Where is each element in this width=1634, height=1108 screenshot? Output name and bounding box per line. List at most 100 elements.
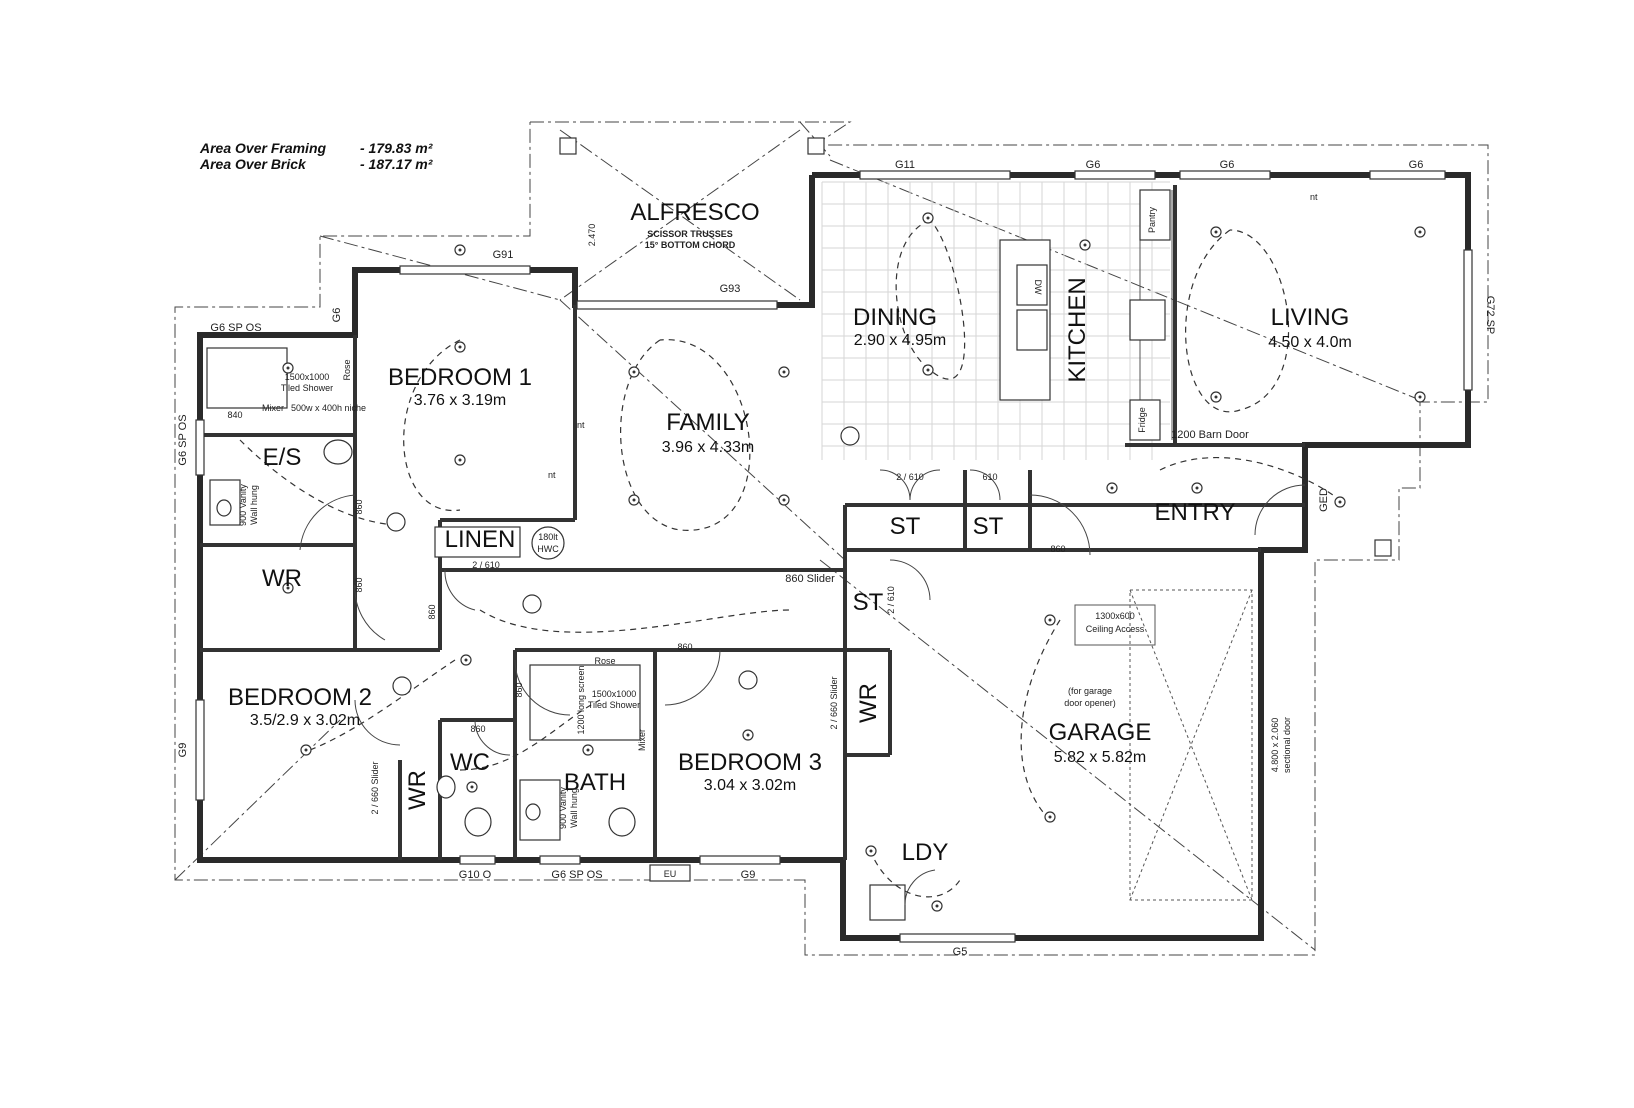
alfresco-note: SCISSOR TRUSSES xyxy=(647,229,733,239)
svg-text:Mixer: Mixer xyxy=(637,729,647,751)
room-bedroom-3-dim: 3.04 x 3.02m xyxy=(704,777,797,794)
svg-text:900 Vanity: 900 Vanity xyxy=(558,787,568,829)
room-store-3: ST xyxy=(853,589,884,616)
room-bath: BATH xyxy=(564,769,626,796)
toilet-icon xyxy=(608,807,636,837)
ceiling-light-dot xyxy=(926,216,930,220)
room-garage: GARAGE xyxy=(1049,719,1152,746)
area-brick-label: Area Over Brick xyxy=(199,156,307,172)
svg-text:nt: nt xyxy=(548,470,556,480)
window-code: G11 xyxy=(895,159,915,171)
ceiling-light-dot xyxy=(586,748,590,752)
hwc-label: 180lt xyxy=(538,532,558,542)
svg-text:Ceiling Access: Ceiling Access xyxy=(1086,624,1145,634)
smoke-detector-icon xyxy=(522,594,542,614)
room-store-2: ST xyxy=(973,513,1004,540)
window-code: G9 xyxy=(741,869,756,881)
svg-text:2 / 660 Slider: 2 / 660 Slider xyxy=(829,676,839,729)
room-dining: DINING xyxy=(853,304,937,331)
window-code: G5 xyxy=(953,946,968,958)
ceiling-light-dot xyxy=(286,366,290,370)
doors xyxy=(299,469,1306,906)
room-family-dim: 3.96 x 4.33m xyxy=(662,439,755,456)
interior-walls xyxy=(200,185,1305,921)
window-code: G6 SP OS xyxy=(551,869,602,881)
ceiling-lights xyxy=(282,212,1426,912)
room-wr-3: WR xyxy=(855,683,882,723)
window-code: G6 xyxy=(1086,159,1101,171)
svg-text:860: 860 xyxy=(514,682,524,697)
ceiling-light-dot xyxy=(1048,815,1052,819)
ceiling-light-dot xyxy=(286,586,290,590)
svg-text:860 Slider: 860 Slider xyxy=(785,573,835,585)
annotations: G11 G6 G6 G6 G91 G93 G6 G6 SP OS G6 SP O… xyxy=(177,159,1496,958)
basin-icon xyxy=(525,803,541,821)
room-bedroom-1-dim: 3.76 x 3.19m xyxy=(414,392,507,409)
svg-text:1300x600: 1300x600 xyxy=(1095,611,1135,621)
svg-text:nt: nt xyxy=(1310,192,1318,202)
window-code: G6 xyxy=(331,308,343,323)
ceiling-light-dot xyxy=(1048,618,1052,622)
smoke-detector-icon xyxy=(738,670,758,690)
smoke-detector-icon xyxy=(386,512,406,532)
svg-text:2 / 660 Slider: 2 / 660 Slider xyxy=(370,761,380,814)
eu-label: EU xyxy=(664,869,677,879)
svg-text:2 / 610: 2 / 610 xyxy=(896,472,924,482)
room-wc: WC xyxy=(450,749,490,776)
room-bedroom-2-dim: 3.5/2.9 x 3.02m xyxy=(250,712,360,729)
window-code: G91 xyxy=(493,249,514,261)
ceiling-light-dot xyxy=(1110,486,1114,490)
svg-text:Fridge: Fridge xyxy=(1137,407,1147,433)
svg-text:1200 Barn Door: 1200 Barn Door xyxy=(1171,429,1249,441)
ceiling-light-dot xyxy=(1214,395,1218,399)
svg-text:2 / 610: 2 / 610 xyxy=(886,586,896,614)
svg-text:Pantry: Pantry xyxy=(1147,206,1157,233)
ceiling-light-dot xyxy=(935,904,939,908)
eu-box xyxy=(649,864,691,882)
svg-text:Mixer: Mixer xyxy=(262,403,284,413)
ceiling-light-dot xyxy=(1214,230,1218,234)
svg-text:Tiled Shower: Tiled Shower xyxy=(281,383,333,393)
svg-text:DW: DW xyxy=(1033,280,1043,295)
room-dining-dim: 2.90 x 4.95m xyxy=(854,332,947,349)
room-linen: LINEN xyxy=(445,526,516,553)
window-code: G72 SP xyxy=(1484,296,1496,335)
ceiling-light-dot xyxy=(464,658,468,662)
room-bedroom-2: BEDROOM 2 xyxy=(228,684,372,711)
ceiling-light-dot xyxy=(926,368,930,372)
ceiling-light-dot xyxy=(458,345,462,349)
svg-text:860: 860 xyxy=(470,724,485,734)
svg-text:Wall hung: Wall hung xyxy=(569,788,579,828)
ceiling-light-dot xyxy=(1418,230,1422,234)
svg-text:900 Vanity: 900 Vanity xyxy=(238,484,248,526)
ceiling-light-dot xyxy=(632,498,636,502)
svg-text:Wall hung: Wall hung xyxy=(249,485,259,525)
ceiling-light-dot xyxy=(304,748,308,752)
windows xyxy=(195,170,1473,943)
ceiling-light-dot xyxy=(470,785,474,789)
room-bedroom-3: BEDROOM 3 xyxy=(678,749,822,776)
svg-text:860: 860 xyxy=(677,642,692,652)
ceiling-light-dot xyxy=(458,248,462,252)
svg-text:(for garage: (for garage xyxy=(1068,686,1112,696)
ceiling-light-dot xyxy=(1338,500,1342,504)
alfresco-posts xyxy=(559,137,1392,557)
ceiling-light-dot xyxy=(782,370,786,374)
room-bedroom-1: BEDROOM 1 xyxy=(388,364,532,391)
room-wr-2: WR xyxy=(404,770,431,810)
ceiling-light-dot xyxy=(1083,243,1087,247)
svg-text:nt: nt xyxy=(577,420,585,430)
garage-door-outline xyxy=(1129,589,1253,901)
hwc-tank xyxy=(531,526,565,560)
hwc-label: HWC xyxy=(537,544,559,554)
ceiling-light-dot xyxy=(746,733,750,737)
toilet-icon xyxy=(323,439,353,465)
room-ensuite: E/S xyxy=(263,444,302,471)
smoke-detector-icon xyxy=(392,676,412,696)
room-living: LIVING xyxy=(1271,304,1350,331)
svg-text:1200 long screen: 1200 long screen xyxy=(576,665,586,734)
ceiling-light-dot xyxy=(632,370,636,374)
ceiling-light-dot xyxy=(458,458,462,462)
svg-text:860: 860 xyxy=(354,577,364,592)
